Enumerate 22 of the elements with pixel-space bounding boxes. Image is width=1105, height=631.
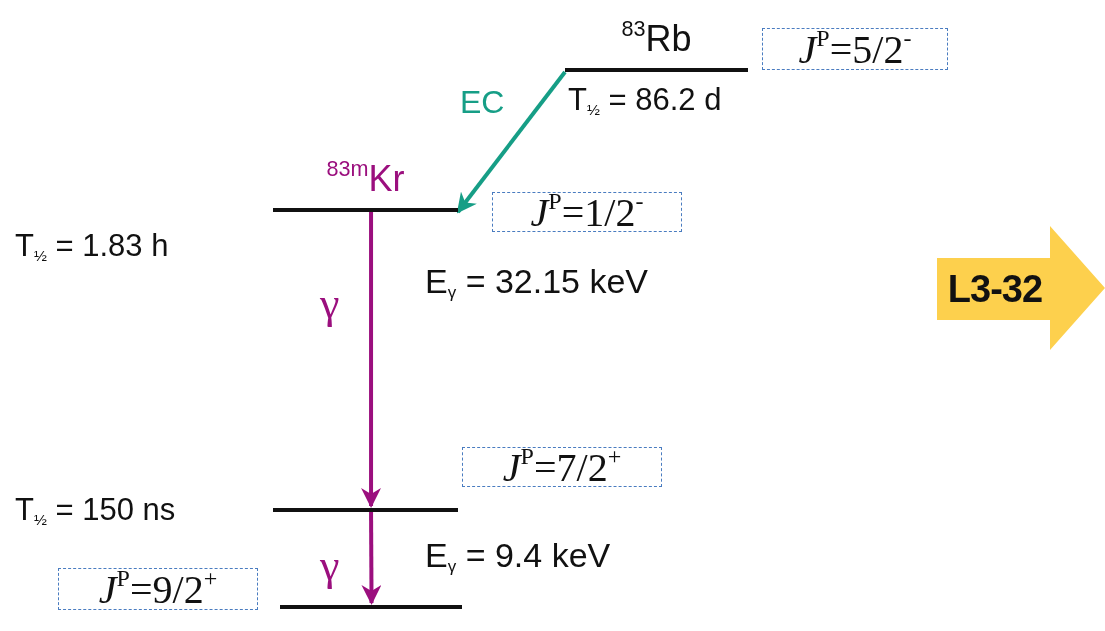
isotope-label: $^{83m}$Kr xyxy=(325,158,406,200)
energy-label: T$_{½}$ = 150 ns xyxy=(15,492,176,528)
arrow-badge xyxy=(937,226,1105,350)
spin-parity-box xyxy=(492,192,682,232)
isotope-label: $^{83}$Rb xyxy=(620,18,693,60)
spin-parity-label: J$^{P}$=5/2$^{-}$ xyxy=(798,25,912,73)
half-life-label: T$_{½}$ = 1.83 h xyxy=(15,228,169,264)
energy-level xyxy=(280,603,462,609)
energy-label: E$_{γ}$ = 9.4 keV xyxy=(425,536,611,575)
spin-parity-box xyxy=(58,568,258,610)
energy-label: E$_{γ}$ = 32.15 keV xyxy=(425,262,649,301)
energy-level xyxy=(273,506,458,512)
spin-parity-label: J$^{P}$=1/2$^{-}$ xyxy=(530,188,644,236)
spin-parity-box xyxy=(462,447,662,487)
badge-label: L3-32 xyxy=(946,267,1044,312)
spin-parity-label: J$^{P}$=7/2$^{+}$ xyxy=(502,443,622,491)
arrow xyxy=(361,512,382,605)
spin-parity-box xyxy=(762,28,948,70)
arrow xyxy=(456,70,567,214)
half-life-label: T$_{½}$ = 86.2 d xyxy=(568,82,722,118)
arrow xyxy=(361,212,382,508)
spin-parity-label: J$^{P}$=9/2$^{+}$ xyxy=(98,565,218,613)
